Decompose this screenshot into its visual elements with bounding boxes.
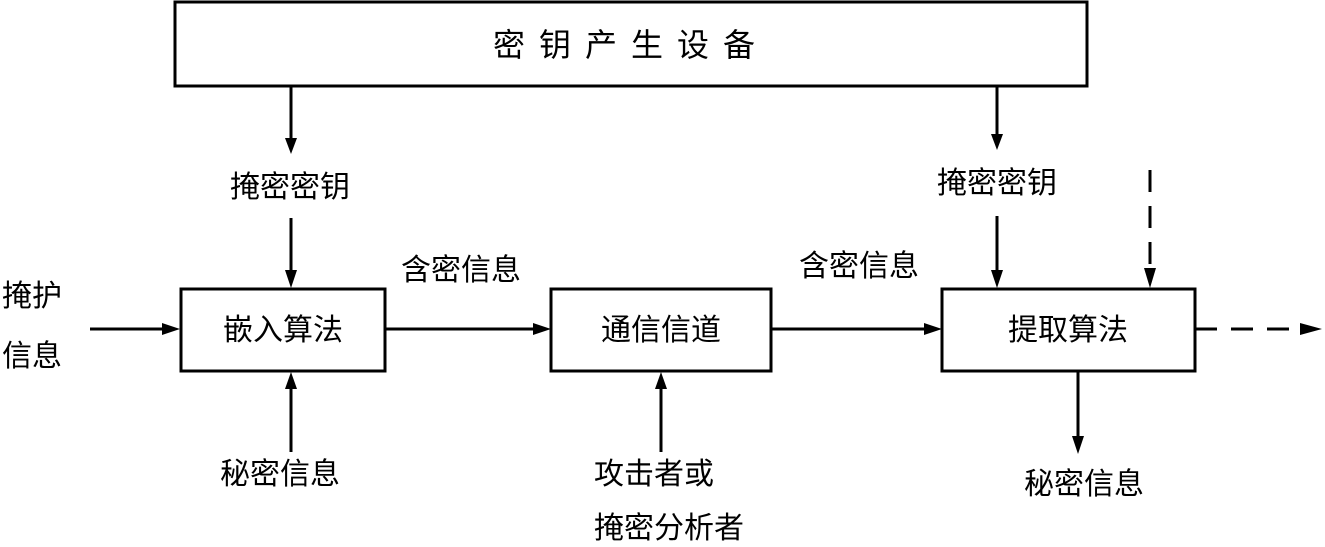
attacker-label-line2: 掩密分析者 xyxy=(594,511,744,546)
embed-algorithm-label: 嵌入算法 xyxy=(223,313,343,348)
embed-algorithm-box xyxy=(179,287,387,373)
attacker-arrowhead xyxy=(655,372,667,389)
extract-dashed-input-arrowhead xyxy=(1144,268,1156,288)
secret-out-label: 秘密信息 xyxy=(1024,467,1144,502)
key-left-arrowhead-lower xyxy=(285,270,297,288)
extract-dashed-output-arrowhead xyxy=(1300,323,1322,335)
embed-to-channel-arrowhead xyxy=(533,323,551,335)
attacker-label-line1: 攻击者或 xyxy=(594,457,714,492)
channel-label: 通信信道 xyxy=(601,313,721,348)
cover-arrowhead xyxy=(162,323,180,335)
secret-in-label: 秘密信息 xyxy=(220,457,340,492)
channel-box xyxy=(549,287,773,373)
key-right-arrowhead-lower xyxy=(991,270,1003,288)
channel-to-extract-arrowhead xyxy=(924,323,942,335)
extract-algorithm-label: 提取算法 xyxy=(1008,313,1128,348)
key-right-label: 掩密密钥 xyxy=(937,166,1057,201)
key-right-arrowhead-upper xyxy=(991,134,1003,150)
key-generator-box xyxy=(173,0,1089,88)
stego-label-2: 含密信息 xyxy=(799,249,919,284)
key-left-label: 掩密密钥 xyxy=(230,170,350,205)
key-left-arrowhead-upper xyxy=(285,138,297,154)
stego-label-1: 含密信息 xyxy=(401,253,521,288)
key-generator-label: 密钥产生设备 xyxy=(493,26,769,64)
cover-label-line1: 掩护 xyxy=(2,279,62,314)
cover-label-line2: 信息 xyxy=(2,339,62,374)
secret-in-arrowhead xyxy=(285,372,297,389)
secret-out-arrowhead xyxy=(1072,436,1084,454)
